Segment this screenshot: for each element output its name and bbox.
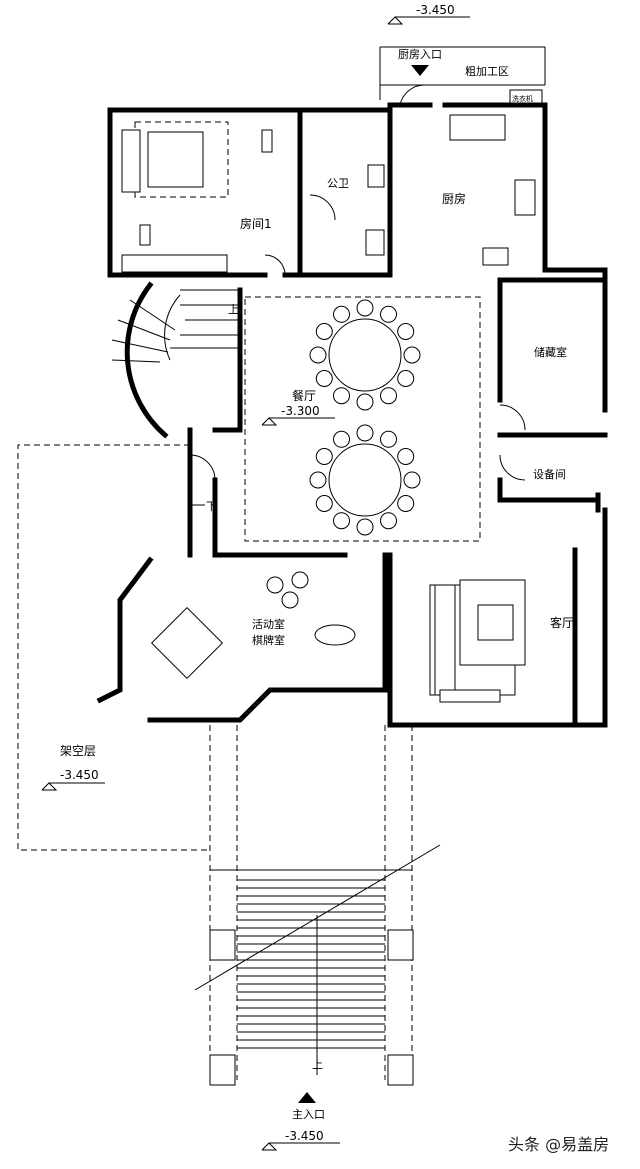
toilet	[367, 164, 385, 188]
entrance-up-label: 上	[312, 1058, 323, 1071]
storage-equipment: 储藏室 设备间	[499, 345, 567, 481]
dining-chair	[315, 370, 333, 387]
storage-label: 储藏室	[534, 345, 567, 359]
entrance-path: 上 主入口	[194, 725, 441, 1121]
dining-chair	[403, 471, 421, 489]
kitchen-entrance-arrow	[411, 65, 429, 76]
dining-elevation: -3.300	[281, 404, 320, 418]
dining-chair	[380, 387, 397, 405]
kitchen-label: 厨房	[442, 191, 466, 206]
living-label: 客厅	[550, 615, 574, 630]
washer-label: 洗衣机	[512, 94, 533, 103]
rough-processing-label: 粗加工区	[465, 65, 509, 78]
dining-chair	[333, 305, 350, 323]
entrance-stair-steps	[237, 879, 385, 1049]
mahjong-table	[150, 606, 224, 680]
dining-chair	[397, 370, 415, 387]
elevation-mark-top: -3.450	[387, 3, 470, 25]
round-table-1	[328, 318, 402, 392]
kitchen-entrance-label: 厨房入口	[398, 48, 442, 61]
wc-furniture: 公卫	[309, 164, 385, 256]
kitchen-sink	[449, 114, 506, 141]
dining-chair	[333, 387, 350, 405]
elevation-bottom-text: -3.450	[285, 1129, 324, 1143]
dining-label: 餐厅	[292, 388, 316, 403]
stair-up-label: 上	[228, 303, 239, 316]
dining-chairs-1	[309, 299, 421, 411]
dining-chair	[356, 518, 374, 536]
dining-chair	[380, 512, 397, 530]
round-table-2	[328, 443, 402, 517]
equipment-label: 设备间	[533, 467, 566, 481]
activity-room: 活动室 棋牌室 下	[150, 454, 356, 680]
dining-chair	[380, 305, 397, 323]
dining-chair	[315, 448, 333, 465]
chess-room-label: 棋牌室	[252, 633, 285, 647]
main-entrance-arrow	[298, 1092, 316, 1103]
living-room: 客厅	[429, 579, 574, 703]
dining-chair	[403, 346, 421, 364]
dining-chair	[315, 323, 333, 340]
elevation-top-text: -3.450	[416, 3, 455, 17]
kitchen-furniture: 厨房	[399, 84, 536, 266]
dining-chair	[333, 430, 350, 448]
dining-room: 餐厅 -3.300	[244, 296, 481, 542]
tea-table	[314, 624, 356, 646]
wash-basin	[365, 229, 385, 256]
bedroom1-label: 房间1	[240, 216, 272, 231]
dining-chair	[309, 346, 327, 364]
dining-chair	[315, 495, 333, 512]
dining-chair	[380, 430, 397, 448]
dining-chairs-2	[309, 424, 421, 536]
public-wc-label: 公卫	[327, 177, 349, 190]
elevation-mark-bottom: -3.450	[261, 1129, 340, 1151]
activity-label: 活动室	[252, 617, 285, 631]
dining-chair	[309, 471, 327, 489]
main-entrance-label: 主入口	[292, 1108, 325, 1121]
spiral-staircase: 上	[111, 281, 240, 439]
dining-chair	[397, 323, 415, 340]
bedroom-furniture: 房间1	[121, 121, 286, 276]
double-bed	[147, 131, 204, 188]
elevated-elevation: -3.450	[60, 768, 99, 782]
stair-down-label: 下	[206, 500, 217, 513]
stove	[514, 179, 536, 216]
dining-chair	[333, 512, 350, 530]
coffee-table	[477, 604, 514, 641]
watermark: 头条 @易盖房	[508, 1135, 609, 1154]
dining-chair	[397, 495, 415, 512]
rough-processing-area: 厨房入口 粗加工区 洗衣机	[379, 46, 546, 105]
wardrobe	[121, 254, 228, 273]
elevated-floor: 架空层 -3.450	[17, 444, 210, 851]
dining-chair	[356, 393, 374, 411]
dining-chair	[356, 299, 374, 317]
elevated-floor-label: 架空层	[60, 744, 96, 758]
dining-chair	[356, 424, 374, 442]
dining-chair	[397, 448, 415, 465]
walls	[96, 102, 608, 728]
